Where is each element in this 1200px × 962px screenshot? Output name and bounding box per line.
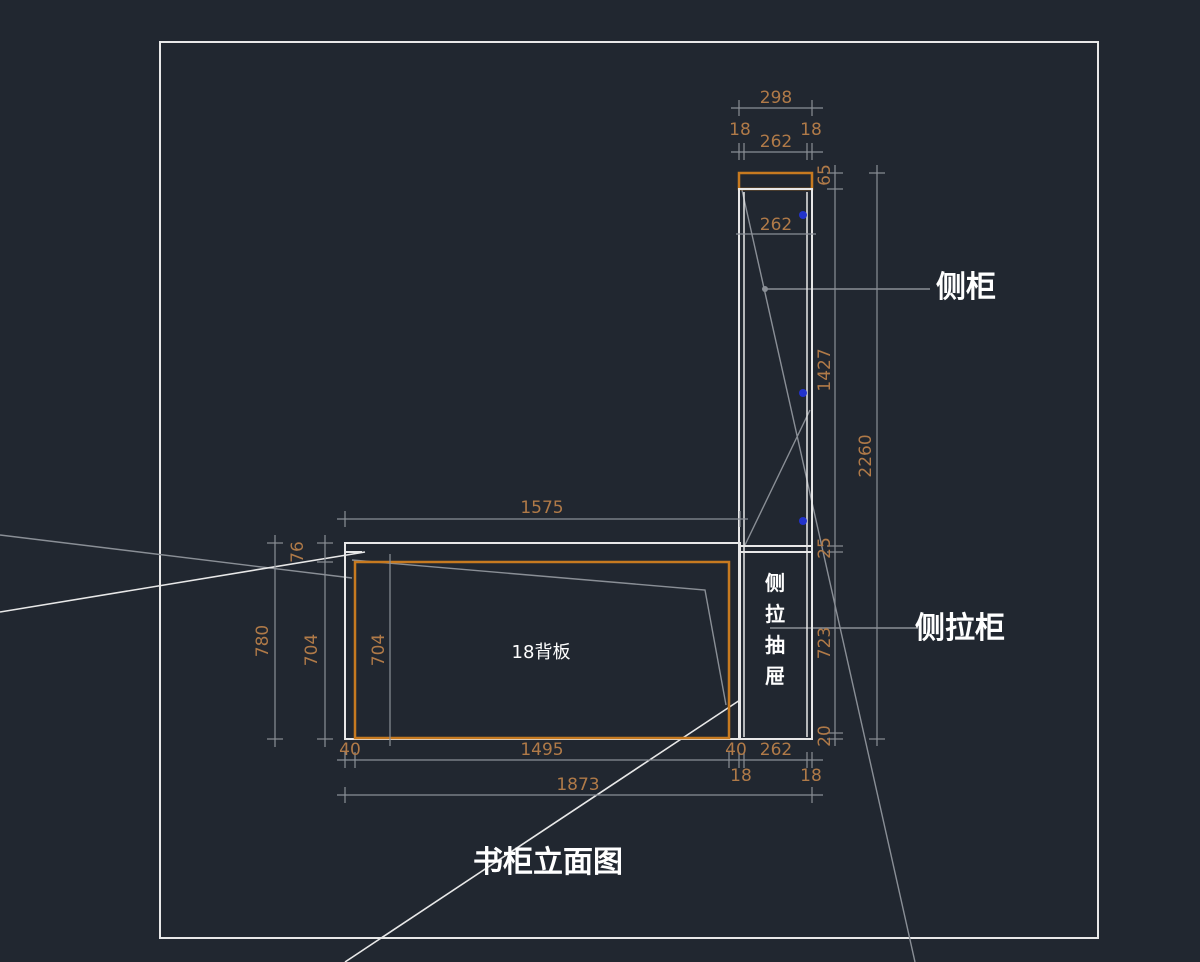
drawing-frame: [159, 41, 1099, 939]
side-pull-cabinet-label: 侧拉柜: [915, 611, 1005, 646]
desk-outer: [344, 542, 741, 740]
dim-1495: 1495: [520, 740, 563, 760]
dim-40-left: 40: [339, 740, 361, 760]
dim-1427: 1427: [815, 348, 835, 391]
drawing-title: 书柜立面图: [473, 845, 623, 880]
construction-line-left-1: [0, 534, 353, 579]
dim-704-inner: 704: [369, 634, 389, 666]
dim-262-inner: 262: [760, 215, 792, 235]
back-panel-label: 18背板: [512, 642, 571, 663]
dim-262-top: 262: [760, 132, 792, 152]
dim-76: 76: [288, 541, 308, 563]
dim-780: 780: [253, 625, 273, 657]
dim-2260: 2260: [856, 434, 876, 477]
dim-298: 298: [760, 88, 792, 108]
dim-40-right: 40: [725, 740, 747, 760]
construction-line-mid: [351, 559, 727, 706]
construction-line-tower-diag: [744, 409, 811, 546]
dim-18-bottom-right: 18: [800, 766, 822, 786]
construction-line-left-2: [0, 551, 366, 613]
construction-line-diagonal: [344, 699, 741, 962]
tower-top-cap: [737, 171, 814, 191]
side-drawer-char-1: 侧: [765, 571, 785, 595]
side-drawer-char-4: 屉: [765, 664, 785, 688]
hinge-marker-2: [799, 389, 807, 397]
dim-704-left: 704: [302, 634, 322, 666]
dim-262-bottom: 262: [760, 740, 792, 760]
tower-outer: [738, 188, 813, 740]
hinge-marker-1: [799, 211, 807, 219]
dim-18-bottom-mid: 18: [730, 766, 752, 786]
hinge-marker-3: [799, 517, 807, 525]
dim-18-top-left: 18: [729, 120, 751, 140]
dim-20: 20: [815, 725, 835, 747]
dim-25: 25: [815, 537, 835, 559]
dim-1873: 1873: [556, 775, 599, 795]
dim-723: 723: [815, 627, 835, 659]
leader-dot-side-cabinet: [762, 286, 768, 292]
dim-18-top-right: 18: [800, 120, 822, 140]
dim-65: 65: [815, 164, 835, 186]
dim-1575: 1575: [520, 498, 563, 518]
back-panel: [353, 560, 731, 740]
side-cabinet-label: 侧柜: [936, 270, 996, 305]
construction-line-right: [741, 189, 916, 962]
side-drawer-char-3: 抽: [765, 633, 785, 657]
side-drawer-char-2: 拉: [765, 602, 785, 626]
